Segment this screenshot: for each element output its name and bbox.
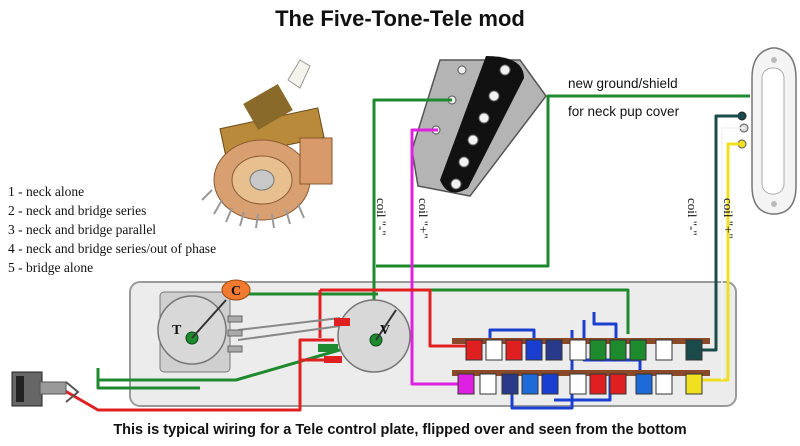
tone-knob-label: T (172, 323, 182, 338)
neck-coil-plus-label: coil "+" (721, 198, 736, 239)
legend-item: 3 - neck and bridge parallel (8, 222, 157, 237)
bridge-coil-minus-label: coil "-" (374, 198, 389, 236)
neck-coil-minus-label: coil "-" (685, 198, 700, 236)
volume-pot (318, 299, 411, 373)
switch-terminal-rows (452, 338, 710, 395)
legend-item: 1 - neck alone (8, 184, 85, 199)
five-way-switch-illustration (201, 59, 333, 229)
capacitor (221, 279, 251, 301)
legend-item: 2 - neck and bridge series (8, 203, 147, 218)
bridge-coil-plus-label: coil "+" (416, 198, 431, 239)
diagram-title: The Five-Tone-Tele mod (275, 6, 525, 31)
neck-pickup (737, 47, 797, 215)
tone-pot (157, 291, 243, 373)
output-jack (11, 371, 80, 407)
legend-item: 4 - neck and bridge series/out of phase (8, 241, 217, 256)
switch-positions-legend: 1 - neck alone 2 - neck and bridge serie… (8, 182, 216, 277)
capacitor-label: C (231, 284, 241, 299)
bridge-pickup (411, 56, 547, 197)
volume-knob-label: V (380, 323, 390, 338)
ground-note-line1: new ground/shield (568, 76, 678, 91)
ground-note-line2: for neck pup cover (568, 104, 680, 119)
legend-item: 5 - bridge alone (8, 260, 94, 275)
diagram-caption: This is typical wiring for a Tele contro… (113, 422, 687, 438)
